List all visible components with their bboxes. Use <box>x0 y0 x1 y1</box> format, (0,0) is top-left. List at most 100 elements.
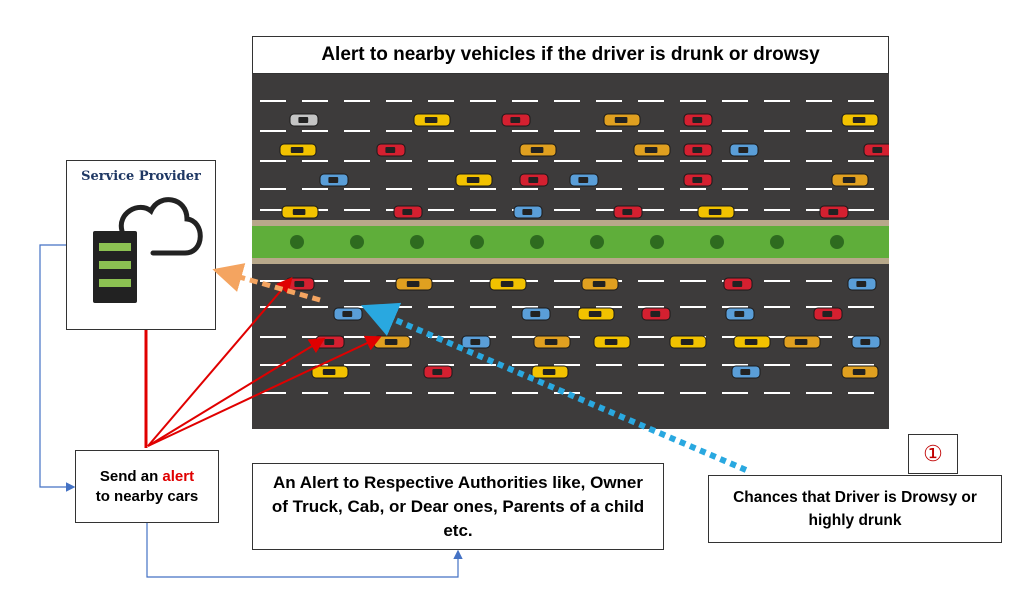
lane-dash <box>470 188 496 190</box>
bush <box>830 235 844 249</box>
lane-dash <box>848 130 874 132</box>
lane-dash <box>722 306 748 308</box>
lane-dash <box>428 160 454 162</box>
lane-dash <box>554 280 580 282</box>
lane-dash <box>596 392 622 394</box>
car-window <box>522 209 533 215</box>
car-window <box>466 177 480 183</box>
lane-dash <box>554 209 580 211</box>
lane-dash <box>512 160 538 162</box>
alert-suffix: to nearby cars <box>95 487 199 505</box>
lane-dash <box>302 100 328 102</box>
drowsy-chance-box: Chances that Driver is Drowsy or highly … <box>708 475 1002 543</box>
car-window <box>852 369 866 375</box>
lane-dash <box>470 130 496 132</box>
lane-dash <box>344 100 370 102</box>
lane-dash <box>680 280 706 282</box>
lane-dash <box>344 336 370 338</box>
car-window <box>424 117 438 123</box>
bush <box>290 235 304 249</box>
lane-dash <box>680 392 706 394</box>
car-window <box>470 339 481 345</box>
lane-dash <box>512 100 538 102</box>
car-window <box>744 339 758 345</box>
lane-dash <box>680 160 706 162</box>
lane-dash <box>638 280 664 282</box>
lane-dash <box>764 188 790 190</box>
car-window <box>500 281 514 287</box>
car-window <box>650 311 661 317</box>
lane-dash <box>344 392 370 394</box>
diagram-title: Alert to nearby vehicles if the driver i… <box>252 36 889 74</box>
lane-dash <box>302 336 328 338</box>
car-window <box>852 117 866 123</box>
lane-dash <box>428 392 454 394</box>
car-window <box>384 339 398 345</box>
lane-dash <box>848 209 874 211</box>
lane-dash <box>554 160 580 162</box>
car-window <box>732 281 743 287</box>
lane-dash <box>848 100 874 102</box>
chance-text: Chances that Driver is Drowsy or highly … <box>733 489 977 529</box>
highway-image <box>252 74 889 429</box>
lane-dash <box>806 306 832 308</box>
lane-dash <box>638 209 664 211</box>
lane-dash <box>680 364 706 366</box>
lane-dash <box>722 188 748 190</box>
lane-dash <box>806 130 832 132</box>
lane-dash <box>428 306 454 308</box>
lane-dash <box>260 188 286 190</box>
car-window <box>290 147 304 153</box>
lane-dash <box>848 364 874 366</box>
lane-dash <box>848 306 874 308</box>
lane-dash <box>848 188 874 190</box>
car-window <box>510 117 521 123</box>
lane-dash <box>470 306 496 308</box>
lane-dash <box>260 306 286 308</box>
lane-dash <box>596 130 622 132</box>
bush <box>350 235 364 249</box>
lane-dash <box>302 160 328 162</box>
lane-dash <box>764 209 790 211</box>
lane-dash <box>596 160 622 162</box>
car-window <box>692 177 703 183</box>
lane-dash <box>764 392 790 394</box>
lane-dash <box>554 392 580 394</box>
lane-dash <box>764 160 790 162</box>
bush <box>410 235 424 249</box>
lane-dash <box>344 188 370 190</box>
lane-dash <box>638 306 664 308</box>
car-window <box>734 311 745 317</box>
bush <box>530 235 544 249</box>
car-window <box>542 369 556 375</box>
send-alert-box: Send an alert to nearby cars <box>75 450 219 523</box>
lane-dash <box>260 336 286 338</box>
lane-dash <box>806 100 832 102</box>
car-window <box>604 339 618 345</box>
bush <box>770 235 784 249</box>
lane-dash <box>764 336 790 338</box>
lane-dash <box>806 209 832 211</box>
lane-dash <box>428 188 454 190</box>
lane-dash <box>386 364 412 366</box>
car-window <box>588 311 602 317</box>
lane-dash <box>386 130 412 132</box>
car-window <box>692 147 703 153</box>
lane-dash <box>302 188 328 190</box>
lane-dash <box>344 209 370 211</box>
lane-dash <box>806 160 832 162</box>
car-window <box>692 117 703 123</box>
car-window <box>740 369 751 375</box>
alert-prefix: Send an <box>99 467 163 485</box>
lane-dash <box>680 209 706 211</box>
car-window <box>860 339 871 345</box>
lane-dash <box>428 336 454 338</box>
lane-dash <box>680 188 706 190</box>
car-window <box>644 147 658 153</box>
lane-dash <box>638 130 664 132</box>
lane-dash <box>302 392 328 394</box>
lane-dash <box>806 364 832 366</box>
lane-dash <box>260 209 286 211</box>
car-window <box>738 147 749 153</box>
car-window <box>298 117 309 123</box>
